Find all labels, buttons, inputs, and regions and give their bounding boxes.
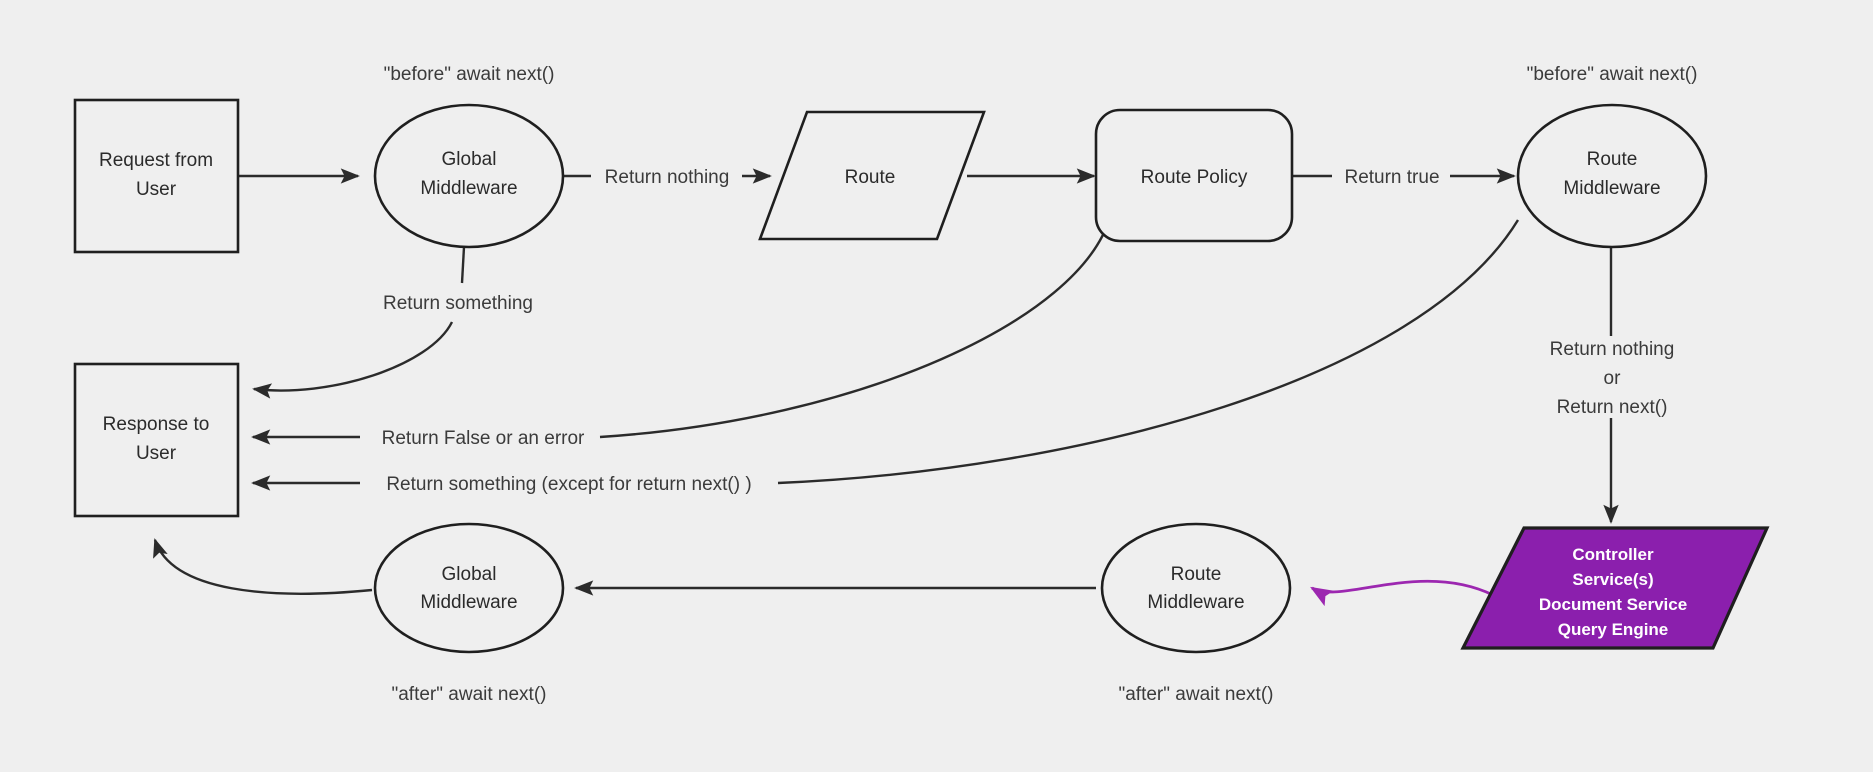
- response-to-user-line1: Response to: [103, 414, 210, 435]
- route-middleware-top-line1: Route: [1587, 149, 1638, 170]
- route-label: Route: [845, 167, 896, 188]
- node-route-middleware-bottom[interactable]: Route Middleware: [1100, 522, 1292, 654]
- node-request-from-user[interactable]: Request from User: [73, 98, 240, 254]
- edge-label-return-something: Return something: [383, 293, 533, 314]
- route-policy-label: Route Policy: [1141, 167, 1248, 188]
- edge-label-return-nothing-or-next-line3: Return next(): [1557, 397, 1668, 418]
- response-to-user-line2: User: [136, 443, 177, 464]
- node-response-to-user[interactable]: Response to User: [73, 362, 240, 518]
- global-middleware-top-line1: Global: [442, 149, 497, 170]
- controller-line2: Service(s): [1572, 570, 1653, 589]
- annotation-after-await-next-global: "after" await next(): [392, 684, 547, 705]
- node-route-middleware-top[interactable]: Route Middleware: [1516, 103, 1708, 249]
- edge-return-something-stub: [460, 246, 466, 284]
- edge-global-middleware-to-response-return-something: [252, 321, 454, 399]
- edge-route-policy-to-response-curve: [599, 216, 1112, 439]
- controller-line4: Query Engine: [1558, 620, 1669, 639]
- node-route[interactable]: Route: [758, 110, 986, 241]
- edge-label-return-nothing: Return nothing: [605, 167, 730, 188]
- annotation-after-await-next-route: "after" await next(): [1119, 684, 1274, 705]
- edge-label-return-something-except: Return something (except for return next…: [386, 474, 751, 495]
- controller-line1: Controller: [1572, 545, 1654, 564]
- edge-label-return-nothing-or-next-line2: or: [1604, 368, 1622, 389]
- node-route-policy[interactable]: Route Policy: [1094, 108, 1294, 243]
- annotation-before-await-next-route: "before" await next(): [1527, 64, 1698, 85]
- edge-controller-to-route-middleware-bottom: [1310, 579, 1494, 607]
- global-middleware-bottom-line1: Global: [442, 564, 497, 585]
- node-global-middleware-top[interactable]: Global Middleware: [373, 103, 565, 249]
- edge-route-middleware-to-response-curve: [777, 219, 1520, 485]
- edge-label-return-true: Return true: [1344, 167, 1439, 188]
- edge-label-return-false-or-error: Return False or an error: [382, 428, 585, 449]
- node-global-middleware-bottom[interactable]: Global Middleware: [373, 522, 565, 654]
- controller-shape: [1460, 526, 1770, 650]
- global-middleware-bottom-line2: Middleware: [420, 592, 517, 613]
- edge-label-return-nothing-or-next-line1: Return nothing: [1550, 339, 1675, 360]
- route-middleware-bottom-line2: Middleware: [1147, 592, 1244, 613]
- route-middleware-top-line2: Middleware: [1563, 178, 1660, 199]
- request-from-user-line2: User: [136, 179, 177, 200]
- edge-global-middleware-bottom-to-response: [153, 538, 373, 595]
- route-middleware-bottom-line1: Route: [1171, 564, 1222, 585]
- global-middleware-top-line2: Middleware: [420, 178, 517, 199]
- node-controller-services[interactable]: Controller Service(s) Document Service Q…: [1460, 526, 1770, 650]
- request-from-user-line1: Request from: [99, 150, 213, 171]
- annotation-before-await-next-global: "before" await next(): [384, 64, 555, 85]
- controller-line3: Document Service: [1539, 595, 1687, 614]
